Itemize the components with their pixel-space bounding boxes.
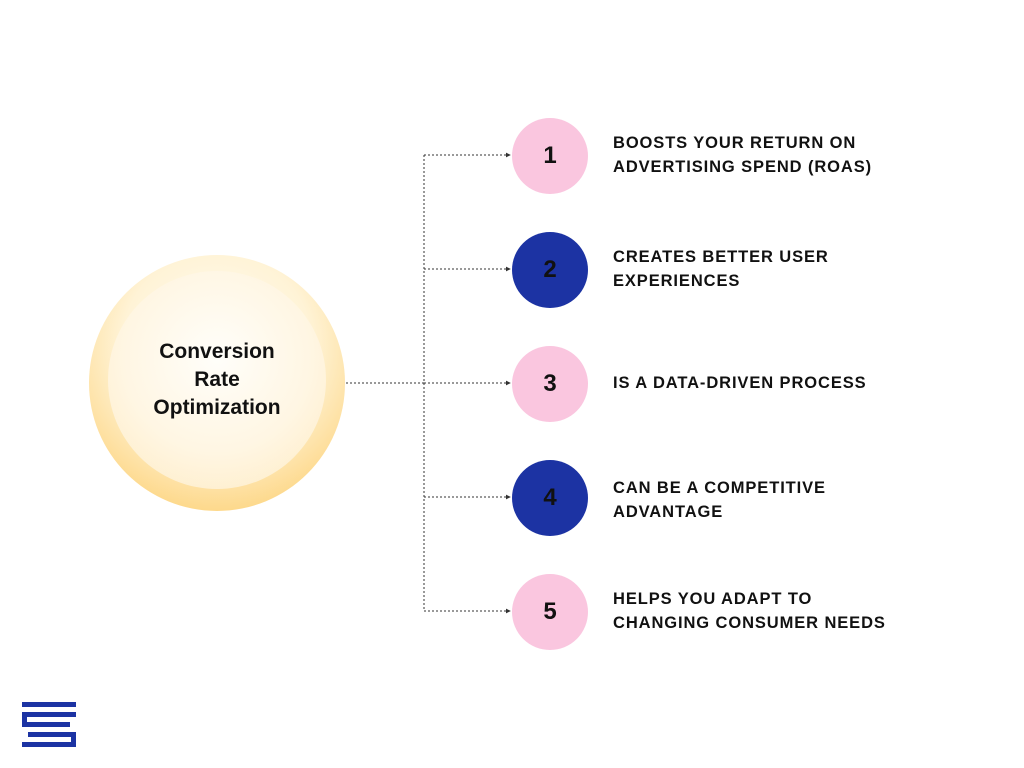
step-4-circle: 4	[512, 460, 588, 536]
step-2-circle: 2	[512, 232, 588, 308]
step-3-text: IS A DATA-DRIVEN PROCESS	[613, 374, 867, 392]
step-1-number: 1	[543, 142, 557, 169]
stacked-bars-logo-icon	[22, 702, 76, 747]
center-node: Conversion Rate Optimization	[108, 271, 326, 489]
step-2-number: 2	[543, 256, 557, 283]
step-2-text: CREATES BETTER USER EXPERIENCES	[613, 248, 829, 290]
step-4-text: CAN BE A COMPETITIVE ADVANTAGE	[613, 479, 826, 521]
center-node-label: Conversion Rate Optimization	[153, 340, 281, 419]
step-4-number: 4	[543, 484, 557, 511]
step-1-text: BOOSTS YOUR RETURN ON ADVERTISING SPEND …	[613, 134, 873, 176]
step-3-number: 3	[543, 370, 557, 397]
step-5-text: HELPS YOU ADAPT TO CHANGING CONSUMER NEE…	[613, 590, 886, 632]
step-5-circle: 5	[512, 574, 588, 650]
step-5-number: 5	[543, 598, 557, 625]
step-3-circle: 3	[512, 346, 588, 422]
step-1-circle: 1	[512, 118, 588, 194]
